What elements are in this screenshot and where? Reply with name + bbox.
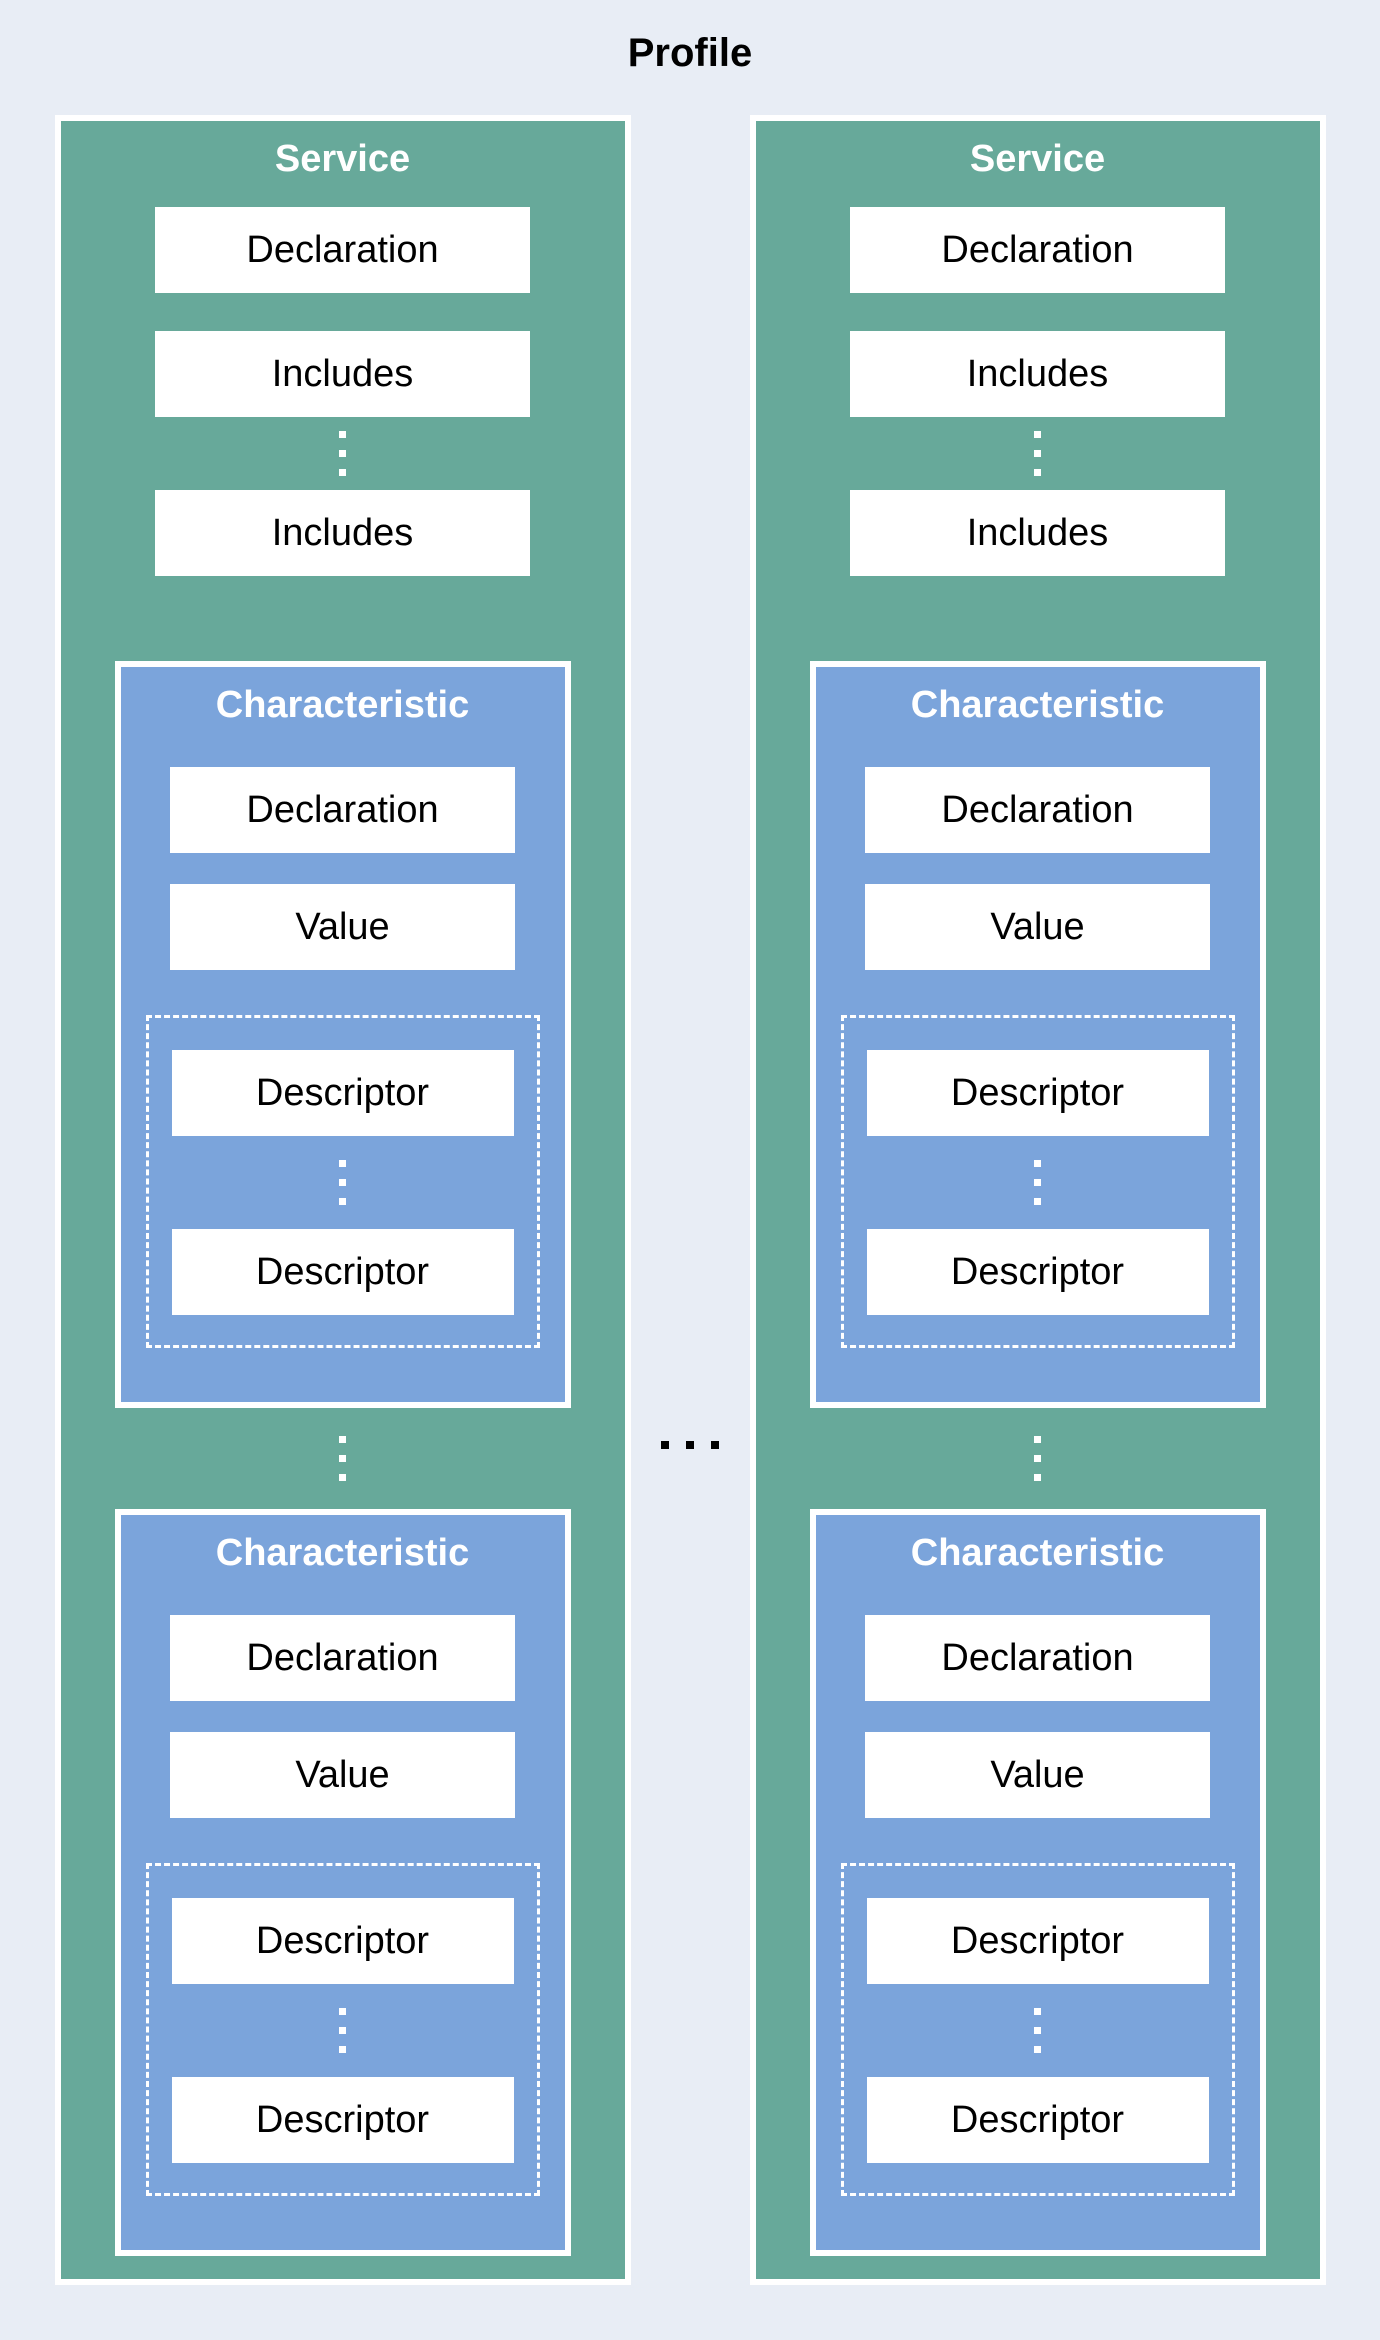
profile-title: Profile	[627, 31, 753, 75]
ellipsis-dot	[339, 2008, 346, 2015]
descriptor-box: Descriptor	[866, 2077, 1209, 2163]
descriptor-group: Descriptor Descriptor	[840, 1015, 1235, 1348]
ellipsis-dot	[1034, 2027, 1041, 2034]
descriptor-group: Descriptor Descriptor	[145, 1863, 540, 2196]
ellipsis-dot	[1034, 1160, 1041, 1167]
ellipsis-dot	[711, 1441, 719, 1449]
vertical-ellipsis-icon	[339, 2008, 346, 2053]
services-row: Service Declaration Includes Includes Ch…	[0, 115, 1380, 2285]
descriptor-box: Descriptor	[866, 1050, 1209, 1136]
characteristic-title: Characteristic	[910, 1532, 1165, 1574]
service-box-2: Service Declaration Includes Includes Ch…	[749, 115, 1326, 2285]
service-declaration-box: Declaration	[155, 207, 530, 293]
characteristic-box: Characteristic Declaration Value Descrip…	[114, 661, 571, 1408]
horizontal-ellipsis-icon	[661, 1441, 719, 1449]
ellipsis-dot	[339, 1474, 346, 1481]
service-box-1: Service Declaration Includes Includes Ch…	[54, 115, 631, 2285]
ellipsis-dot	[339, 1436, 346, 1443]
characteristic-box: Characteristic Declaration Value Descrip…	[809, 661, 1266, 1408]
ellipsis-dot	[1034, 2008, 1041, 2015]
characteristic-value-box: Value	[170, 1732, 515, 1818]
descriptor-box: Descriptor	[171, 1898, 514, 1984]
ellipsis-dot	[1034, 469, 1041, 476]
ellipsis-dot	[339, 2027, 346, 2034]
includes-box: Includes	[850, 490, 1225, 576]
ellipsis-dot	[1034, 1179, 1041, 1186]
characteristic-value-box: Value	[865, 884, 1210, 970]
descriptor-group: Descriptor Descriptor	[840, 1863, 1235, 2196]
service-title: Service	[969, 138, 1106, 180]
vertical-ellipsis-icon	[1034, 431, 1041, 476]
ellipsis-dot	[661, 1441, 669, 1449]
vertical-ellipsis-icon	[339, 431, 346, 476]
descriptor-box: Descriptor	[866, 1898, 1209, 1984]
descriptor-box: Descriptor	[171, 2077, 514, 2163]
ellipsis-dot	[339, 1455, 346, 1462]
ellipsis-dot	[1034, 1436, 1041, 1443]
ellipsis-dot	[339, 1179, 346, 1186]
vertical-ellipsis-icon	[1034, 1436, 1041, 1481]
characteristic-title: Characteristic	[215, 684, 470, 726]
service-title: Service	[274, 138, 411, 180]
ellipsis-dot	[1034, 1198, 1041, 1205]
vertical-ellipsis-icon	[339, 1160, 346, 1205]
descriptor-box: Descriptor	[171, 1050, 514, 1136]
includes-box: Includes	[155, 490, 530, 576]
ellipsis-dot	[1034, 2046, 1041, 2053]
ellipsis-dot	[686, 1441, 694, 1449]
includes-box: Includes	[850, 331, 1225, 417]
descriptor-box: Descriptor	[171, 1229, 514, 1315]
characteristic-declaration-box: Declaration	[170, 767, 515, 853]
ellipsis-dot	[1034, 1455, 1041, 1462]
ellipsis-dot	[339, 1198, 346, 1205]
vertical-ellipsis-icon	[339, 1436, 346, 1481]
characteristic-declaration-box: Declaration	[865, 767, 1210, 853]
ellipsis-dot	[1034, 1474, 1041, 1481]
ellipsis-dot	[339, 1160, 346, 1167]
characteristic-value-box: Value	[170, 884, 515, 970]
ellipsis-dot	[339, 450, 346, 457]
ellipsis-dot	[339, 469, 346, 476]
ellipsis-dot	[1034, 431, 1041, 438]
includes-box: Includes	[155, 331, 530, 417]
characteristic-title: Characteristic	[215, 1532, 470, 1574]
descriptor-box: Descriptor	[866, 1229, 1209, 1315]
service-declaration-box: Declaration	[850, 207, 1225, 293]
ellipsis-dot	[339, 431, 346, 438]
characteristic-title: Characteristic	[910, 684, 1165, 726]
characteristic-box: Characteristic Declaration Value Descrip…	[114, 1509, 571, 2256]
vertical-ellipsis-icon	[1034, 2008, 1041, 2053]
characteristic-declaration-box: Declaration	[865, 1615, 1210, 1701]
characteristic-declaration-box: Declaration	[170, 1615, 515, 1701]
vertical-ellipsis-icon	[1034, 1160, 1041, 1205]
descriptor-group: Descriptor Descriptor	[145, 1015, 540, 1348]
characteristic-value-box: Value	[865, 1732, 1210, 1818]
ellipsis-dot	[339, 2046, 346, 2053]
ellipsis-dot	[1034, 450, 1041, 457]
characteristic-box: Characteristic Declaration Value Descrip…	[809, 1509, 1266, 2256]
